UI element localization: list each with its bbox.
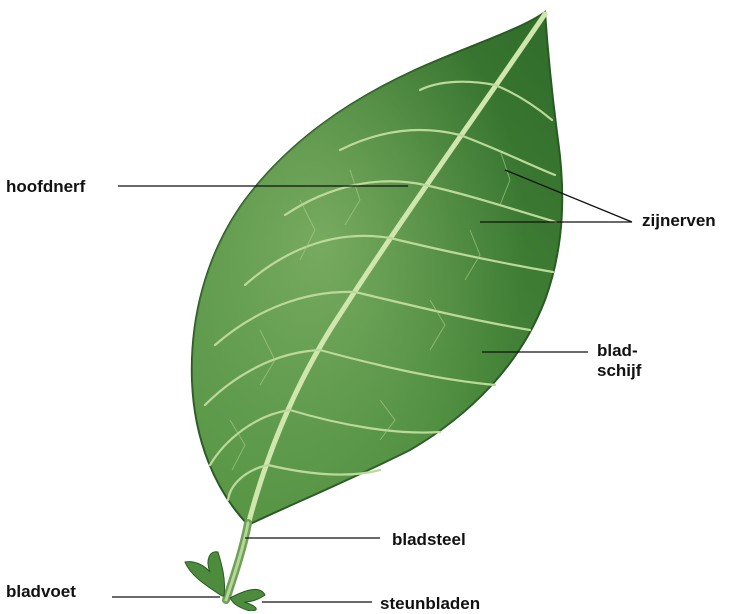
label-bladsteel: bladsteel [392,530,466,550]
label-steunbladen: steunbladen [380,594,480,614]
stipule-left [185,552,225,596]
label-hoofdnerf: hoofdnerf [6,177,85,197]
label-bladschijf-line2: schijf [597,361,641,381]
label-zijnerven: zijnerven [642,211,716,231]
stipule-right [230,589,265,611]
label-bladvoet: bladvoet [6,582,76,602]
label-bladschijf-line1: blad- [597,341,638,361]
